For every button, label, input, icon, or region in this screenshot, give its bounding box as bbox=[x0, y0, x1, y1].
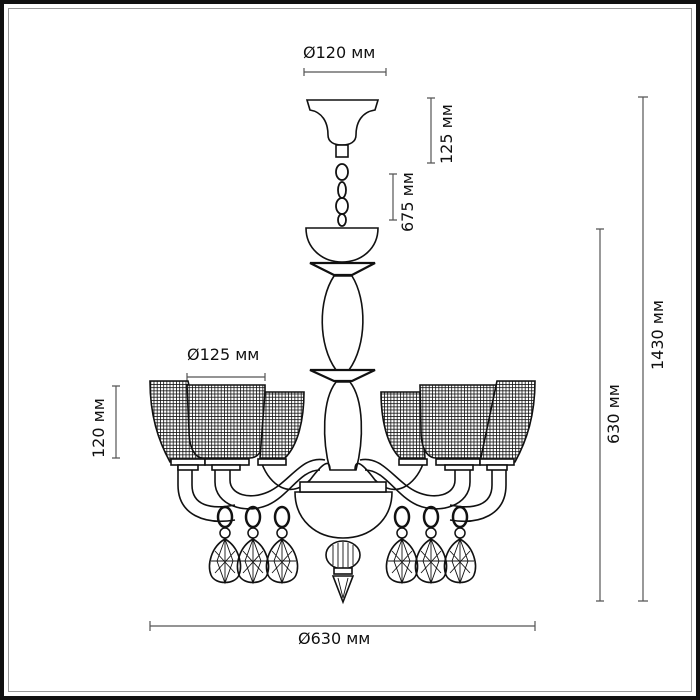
total-height-label: 1430 мм bbox=[648, 300, 667, 370]
image-frame-inner bbox=[8, 8, 692, 692]
total-diameter-label: Ø630 мм bbox=[298, 629, 371, 648]
body-height-label: 630 мм bbox=[604, 384, 623, 444]
chandelier-outline bbox=[177, 99, 507, 605]
chain-length-label: 675 мм bbox=[398, 172, 417, 232]
shade-height-label: 120 мм bbox=[89, 398, 108, 458]
shade-diameter-label: Ø125 мм bbox=[187, 345, 260, 364]
canopy-diameter-label: Ø120 мм bbox=[303, 43, 376, 62]
dimension-lines bbox=[112, 68, 648, 631]
canopy-height-label: 125 мм bbox=[437, 104, 456, 164]
lamp-shades bbox=[149, 380, 536, 471]
